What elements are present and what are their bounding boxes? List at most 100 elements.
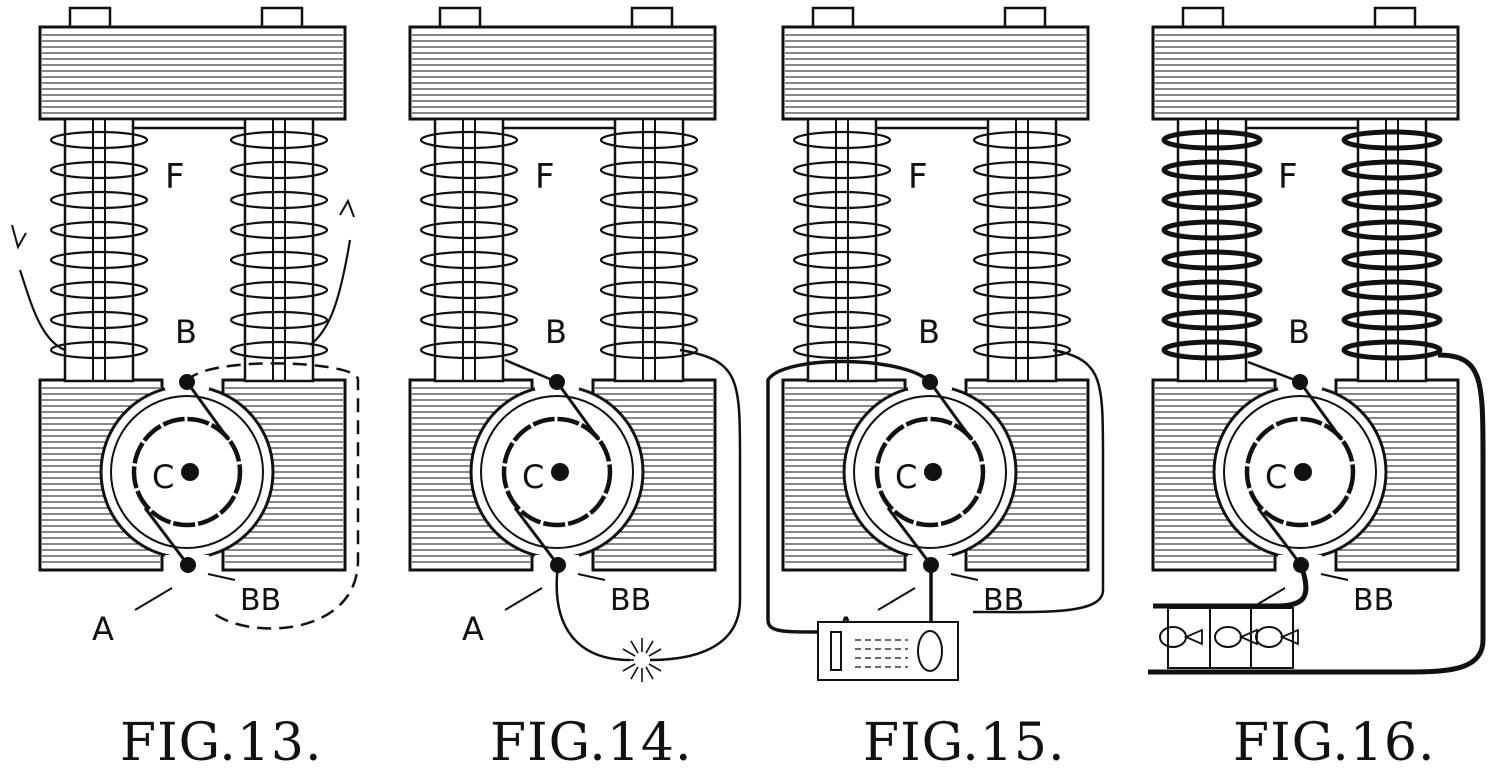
coil-turn [49, 280, 149, 300]
coil-turn [792, 190, 892, 210]
right-field-leg [1341, 117, 1443, 383]
coil-turn [599, 250, 699, 270]
brush-bb-arm [143, 507, 190, 566]
label-brush-bb: BB [240, 583, 281, 618]
coil-turn [1341, 249, 1443, 271]
coil-turn [1161, 309, 1263, 331]
yoke-block [38, 25, 347, 121]
coil-turn [419, 190, 519, 210]
commutator-ring [131, 416, 243, 528]
left-field-leg [792, 117, 892, 383]
coil-turn [1161, 159, 1263, 181]
right-field-leg [599, 117, 699, 383]
label-brush-bb: BB [610, 583, 651, 618]
spark-ray [622, 648, 636, 657]
circuit-wire [1247, 360, 1301, 384]
arrow-a [504, 587, 543, 611]
brush-b-arm [928, 381, 974, 441]
arrow-a [134, 587, 173, 611]
spark-ray [645, 666, 654, 680]
left-field-leg [419, 117, 519, 383]
coil-turn [972, 160, 1072, 180]
coil-turn [1161, 189, 1263, 211]
figure-caption: FIG.16. [1233, 713, 1436, 773]
top-yoke [408, 6, 717, 121]
brush-bb-arm [886, 507, 933, 566]
terminal-post [1373, 6, 1417, 30]
coil-turn [599, 160, 699, 180]
pole-pieces [38, 360, 347, 575]
coil-turn [1161, 219, 1263, 241]
coil-turn [419, 340, 519, 360]
coil-turn [49, 130, 149, 150]
coil-turn [419, 220, 519, 240]
commutator-ring [501, 416, 613, 528]
label-commutator: C [522, 458, 544, 496]
arrow-up-icon [339, 198, 355, 218]
external-circuit [11, 198, 360, 630]
circuit-wire-return [555, 564, 631, 662]
label-a: A [92, 610, 114, 648]
coil-turn [419, 310, 519, 330]
label-commutator: C [895, 458, 917, 496]
coil-turn [49, 310, 149, 330]
label-field: F [1278, 157, 1298, 197]
coil-turn [229, 250, 329, 270]
coil-turn [419, 280, 519, 300]
arrow-bb [207, 573, 236, 581]
circuit-wire-return [972, 348, 1105, 614]
coil-turn [1161, 249, 1263, 271]
label-field: F [908, 157, 928, 197]
brush-b-arm [1298, 381, 1344, 441]
coil-turn [792, 220, 892, 240]
spark-ray [645, 640, 654, 654]
dashed-circuit [185, 362, 360, 630]
coil-turn [1161, 129, 1263, 151]
pole-pieces [781, 360, 1090, 575]
coil-turn [1341, 279, 1443, 301]
coil-turn [972, 310, 1072, 330]
coil-turn [972, 220, 1072, 240]
spark-ray [630, 640, 639, 654]
coil-turn [229, 130, 329, 150]
coil-turn [49, 340, 149, 360]
coil-turn [792, 130, 892, 150]
coil-turn [419, 250, 519, 270]
terminal-post [630, 6, 674, 30]
coil-turn [972, 340, 1072, 360]
top-yoke [1151, 6, 1460, 121]
label-field: F [165, 157, 185, 197]
spark-ray [648, 648, 662, 657]
circuit-wire [504, 348, 742, 662]
right-field-leg [229, 117, 329, 383]
coil-turn [49, 160, 149, 180]
coil-turn [792, 280, 892, 300]
brush-bb-arm [513, 507, 560, 566]
battery-cell [917, 630, 943, 672]
coil-turn [419, 130, 519, 150]
armature [853, 395, 1007, 549]
coil-turn [972, 130, 1072, 150]
brush-b-arm [185, 381, 231, 441]
shaft [551, 463, 569, 481]
spark-ray [630, 666, 639, 680]
coil-turn [49, 190, 149, 210]
terminal-post [1181, 6, 1225, 30]
coil-turn [229, 160, 329, 180]
terminal-post [260, 6, 304, 30]
figure-caption: FIG.15. [863, 713, 1066, 773]
coil-turn [1341, 159, 1443, 181]
brush-bb-arm [1256, 507, 1303, 566]
coil-turn [792, 310, 892, 330]
coil-turn [972, 280, 1072, 300]
coil-turn [229, 310, 329, 330]
brush-b-arm [555, 381, 601, 441]
lamp-base [1183, 628, 1203, 646]
coil-turn [792, 160, 892, 180]
label-a: A [462, 610, 484, 648]
heavy-return-wire [1148, 352, 1486, 675]
